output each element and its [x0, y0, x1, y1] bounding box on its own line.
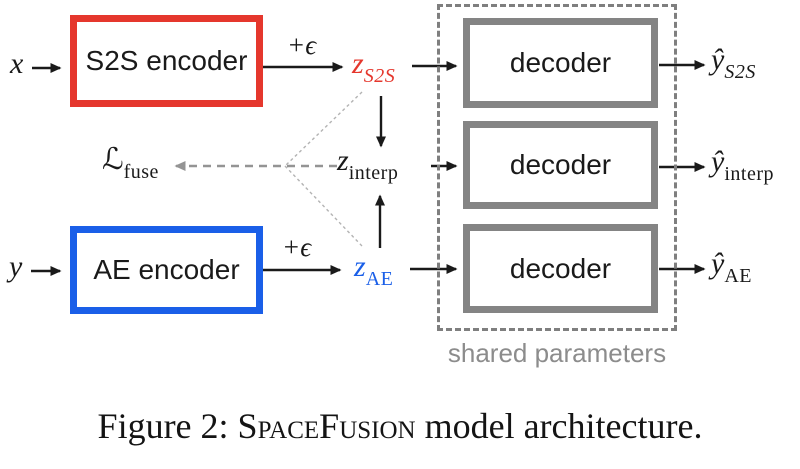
- figure-caption: Figure 2: SpaceFusion model architecture…: [0, 405, 800, 448]
- output-y-s2s-label: ŷS2S: [711, 43, 756, 83]
- noise-epsilon-label-bottom: +ϵ: [282, 232, 312, 262]
- output-y-ae-label: ŷAE: [711, 247, 752, 287]
- loss-fuse-label: ℒfuse: [102, 142, 159, 183]
- shared-parameters-dashed-box: [437, 4, 677, 331]
- shared-parameters-label: shared parameters: [447, 338, 667, 368]
- input-x-label: x: [10, 47, 24, 80]
- s2s-encoder-label: S2S encoder: [85, 45, 248, 76]
- decoder-label: decoder: [509, 252, 612, 284]
- latent-z-ae-label: zAE: [354, 250, 394, 290]
- caption-suffix: model architecture.: [415, 406, 703, 446]
- latent-z-s2s-label: zS2S: [352, 47, 396, 87]
- decoder-box-ae: decoder: [463, 224, 658, 313]
- decoder-box-s2s: decoder: [463, 18, 658, 108]
- caption-prefix: Figure 2:: [97, 406, 238, 446]
- decoder-label: decoder: [509, 149, 612, 180]
- decoder-box-interp: decoder: [463, 121, 658, 209]
- output-y-interp-label: ŷinterp: [711, 145, 774, 185]
- s2s-encoder-box: S2S encoder: [70, 15, 263, 107]
- decoder-label: decoder: [509, 47, 612, 78]
- noise-epsilon-label-top: +ϵ: [287, 30, 317, 60]
- ae-encoder-box: AE encoder: [70, 226, 263, 314]
- caption-brand: SpaceFusion: [237, 406, 416, 446]
- ae-encoder-label: AE encoder: [93, 254, 240, 285]
- input-y-label: y: [9, 250, 23, 283]
- latent-z-interp-label: zinterp: [337, 144, 399, 184]
